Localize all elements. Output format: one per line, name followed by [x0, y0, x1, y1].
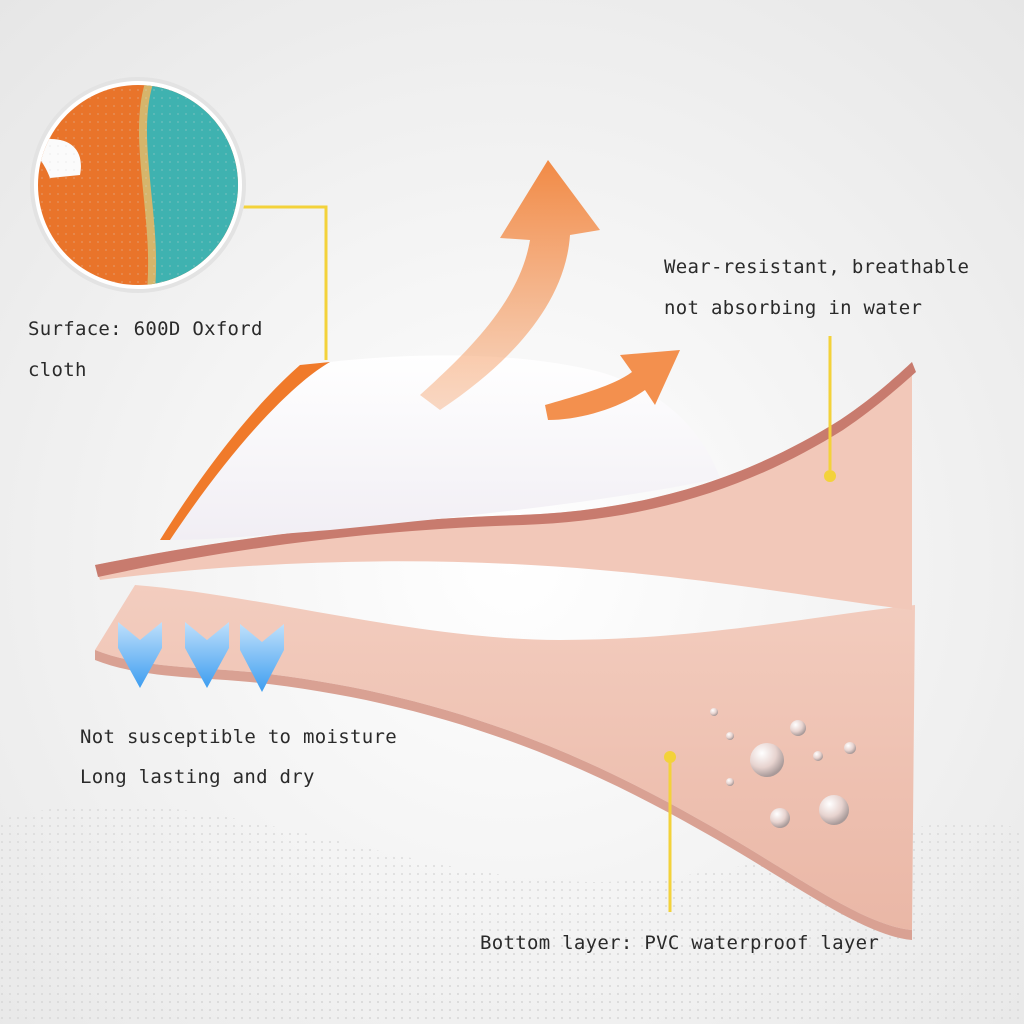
- callout-dot: [664, 751, 676, 763]
- pvc-bottom-layer: [95, 585, 915, 930]
- moisture-callout-line1: Not susceptible to moisture: [80, 726, 397, 748]
- moisture-callout-line2: Long lasting and dry: [80, 766, 315, 788]
- callout-dot: [824, 470, 836, 482]
- breathable-callout-line1: Wear-resistant, breathable: [664, 256, 970, 278]
- steam-right-arrow-icon: [545, 350, 680, 420]
- breathable-callout-line2: not absorbing in water: [664, 297, 923, 319]
- drip-down-arrow-icon: [118, 622, 284, 692]
- water-droplets-icon: [710, 708, 856, 828]
- surface-callout-line1: Surface: 600D Oxford: [28, 318, 263, 340]
- callout-lines: [238, 205, 832, 912]
- surface-callout-line2: cloth: [28, 359, 87, 381]
- middle-layer: [95, 362, 912, 610]
- middle-layer-edge: [95, 362, 916, 577]
- oxford-orange-edge: [160, 362, 330, 540]
- bottom-layer-callout: Bottom layer: PVC waterproof layer: [480, 932, 880, 954]
- steam-up-arrow-icon: [420, 160, 600, 410]
- magnifier-circle-fabric: [30, 77, 246, 293]
